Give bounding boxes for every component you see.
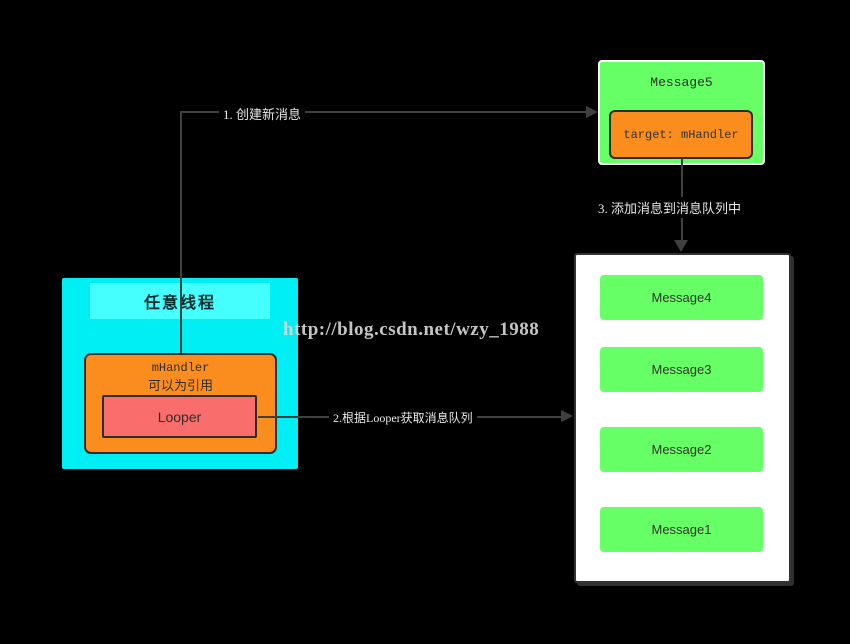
mhandler-sublabel: 可以为引用 [147, 378, 213, 393]
step1-label: 1. 创建新消息 [219, 103, 306, 124]
queue-message-item: Message2 [600, 427, 763, 472]
queue-message-label: Message2 [651, 442, 712, 457]
message5-target-box: target: mHandler [609, 110, 753, 159]
looper-box: Looper [102, 395, 257, 438]
looper-label: Looper [157, 408, 202, 425]
mhandler-box: mHandler 可以为引用 Looper [84, 353, 277, 454]
message5-target-label: target: mHandler [623, 127, 739, 142]
step1-arrow-line-horizontal [180, 111, 586, 113]
queue-message-label: Message4 [651, 290, 712, 305]
step2-arrowhead-right-icon [561, 410, 573, 422]
queue-message-label: Message3 [651, 362, 712, 377]
watermark-text: http://blog.csdn.net/wzy_1988 [283, 319, 540, 340]
queue-message-label: Message1 [651, 522, 712, 537]
queue-message-item: Message1 [600, 507, 763, 552]
thread-title: 任意线程 [144, 289, 216, 313]
step1-arrow-line-vertical [180, 112, 182, 353]
step1-arrowhead-right-icon [586, 106, 598, 118]
step3-arrowhead-down-icon [674, 240, 688, 252]
message-queue-box: Message4 Message3 Message2 Message1 [574, 253, 791, 583]
mhandler-label: mHandler [151, 361, 210, 375]
step3-label: 3. 添加消息到消息队列中 [594, 197, 746, 218]
message5-title: Message5 [650, 75, 713, 90]
step2-label: 2.根据Looper获取消息队列 [329, 408, 477, 427]
message5-node: Message5 target: mHandler [598, 60, 765, 165]
queue-message-item: Message4 [600, 275, 763, 320]
queue-message-item: Message3 [600, 347, 763, 392]
